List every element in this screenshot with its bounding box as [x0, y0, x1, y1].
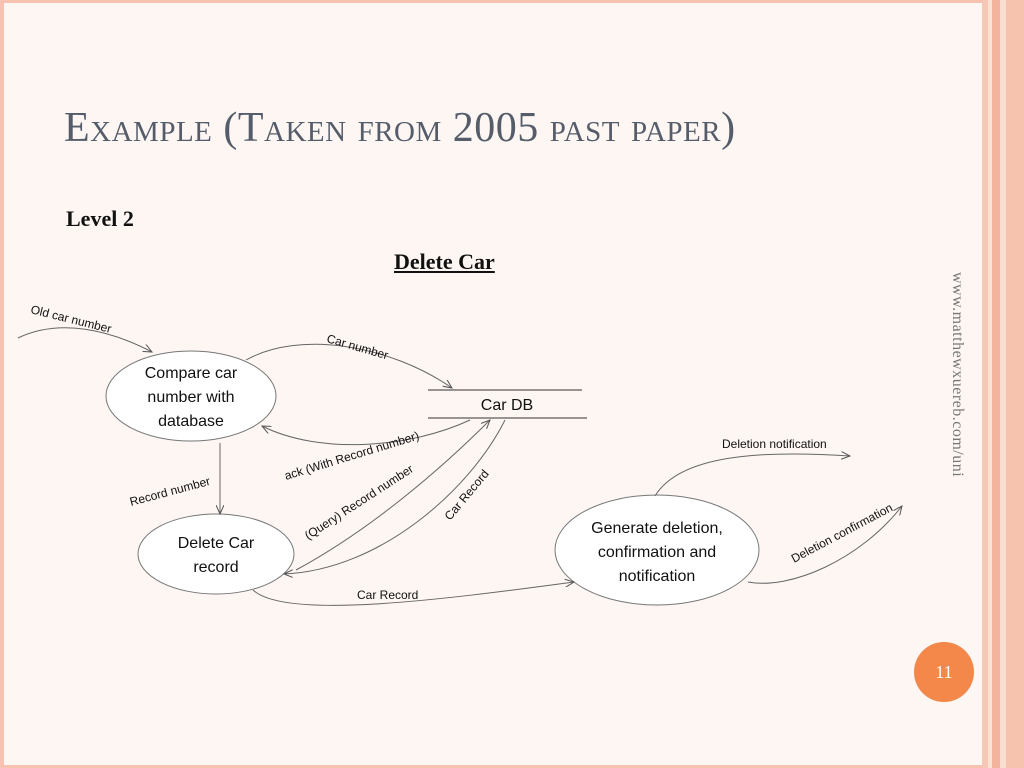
decorative-stripe — [992, 0, 1000, 768]
process-label: confirmation and — [598, 544, 716, 561]
level-heading: Level 2 — [66, 206, 134, 231]
flow-ack-arrow — [262, 419, 471, 446]
process-label: database — [158, 413, 224, 430]
data-store-label: Car DB — [481, 397, 533, 414]
process-label: record — [193, 559, 238, 576]
decorative-stripe — [988, 0, 992, 768]
decorative-stripe — [1000, 0, 1006, 768]
flow-label-car-record-bottom: Car Record — [357, 588, 418, 602]
slide-title: Example (Taken from 2005 past paper) — [64, 105, 736, 151]
flow-label-deletion-confirmation: Deletion confirmation — [789, 500, 895, 565]
process-label: Delete Car — [178, 535, 255, 552]
flow-car-record-arrow — [284, 419, 506, 574]
flow-label-record-number: Record number — [128, 474, 212, 509]
watermark-url: www.matthewxuereb.com/uni — [949, 272, 966, 478]
flow-label-deletion-notification: Deletion notification — [722, 437, 827, 451]
process-delete-car-record: Delete Car record — [137, 513, 295, 595]
process-label: number with — [147, 389, 234, 406]
flow-deletion-notification-arrow — [654, 454, 850, 497]
flow-label-old-car-number: Old car number — [29, 302, 113, 336]
flow-label-car-number: Car number — [325, 331, 390, 362]
data-store-car-db: Car DB — [428, 389, 587, 419]
flow-old-car-number-arrow — [17, 327, 152, 352]
process-label: notification — [619, 568, 696, 585]
page-number-badge: 11 — [914, 642, 974, 702]
flow-deletion-confirmation-arrow — [747, 506, 902, 584]
decorative-stripe — [982, 0, 988, 768]
process-label: Generate deletion, — [591, 520, 723, 537]
flow-car-record-bottom-arrow — [252, 582, 574, 606]
process-compare-car-number: Compare car number with database — [105, 350, 277, 442]
process-label: Compare car — [145, 365, 238, 382]
decorative-stripe — [1006, 0, 1024, 768]
flow-query-arrow — [295, 420, 490, 571]
diagram-title: Delete Car — [394, 249, 495, 274]
flow-car-number-arrow — [245, 343, 452, 388]
process-generate-deletion: Generate deletion, confirmation and noti… — [554, 494, 760, 606]
